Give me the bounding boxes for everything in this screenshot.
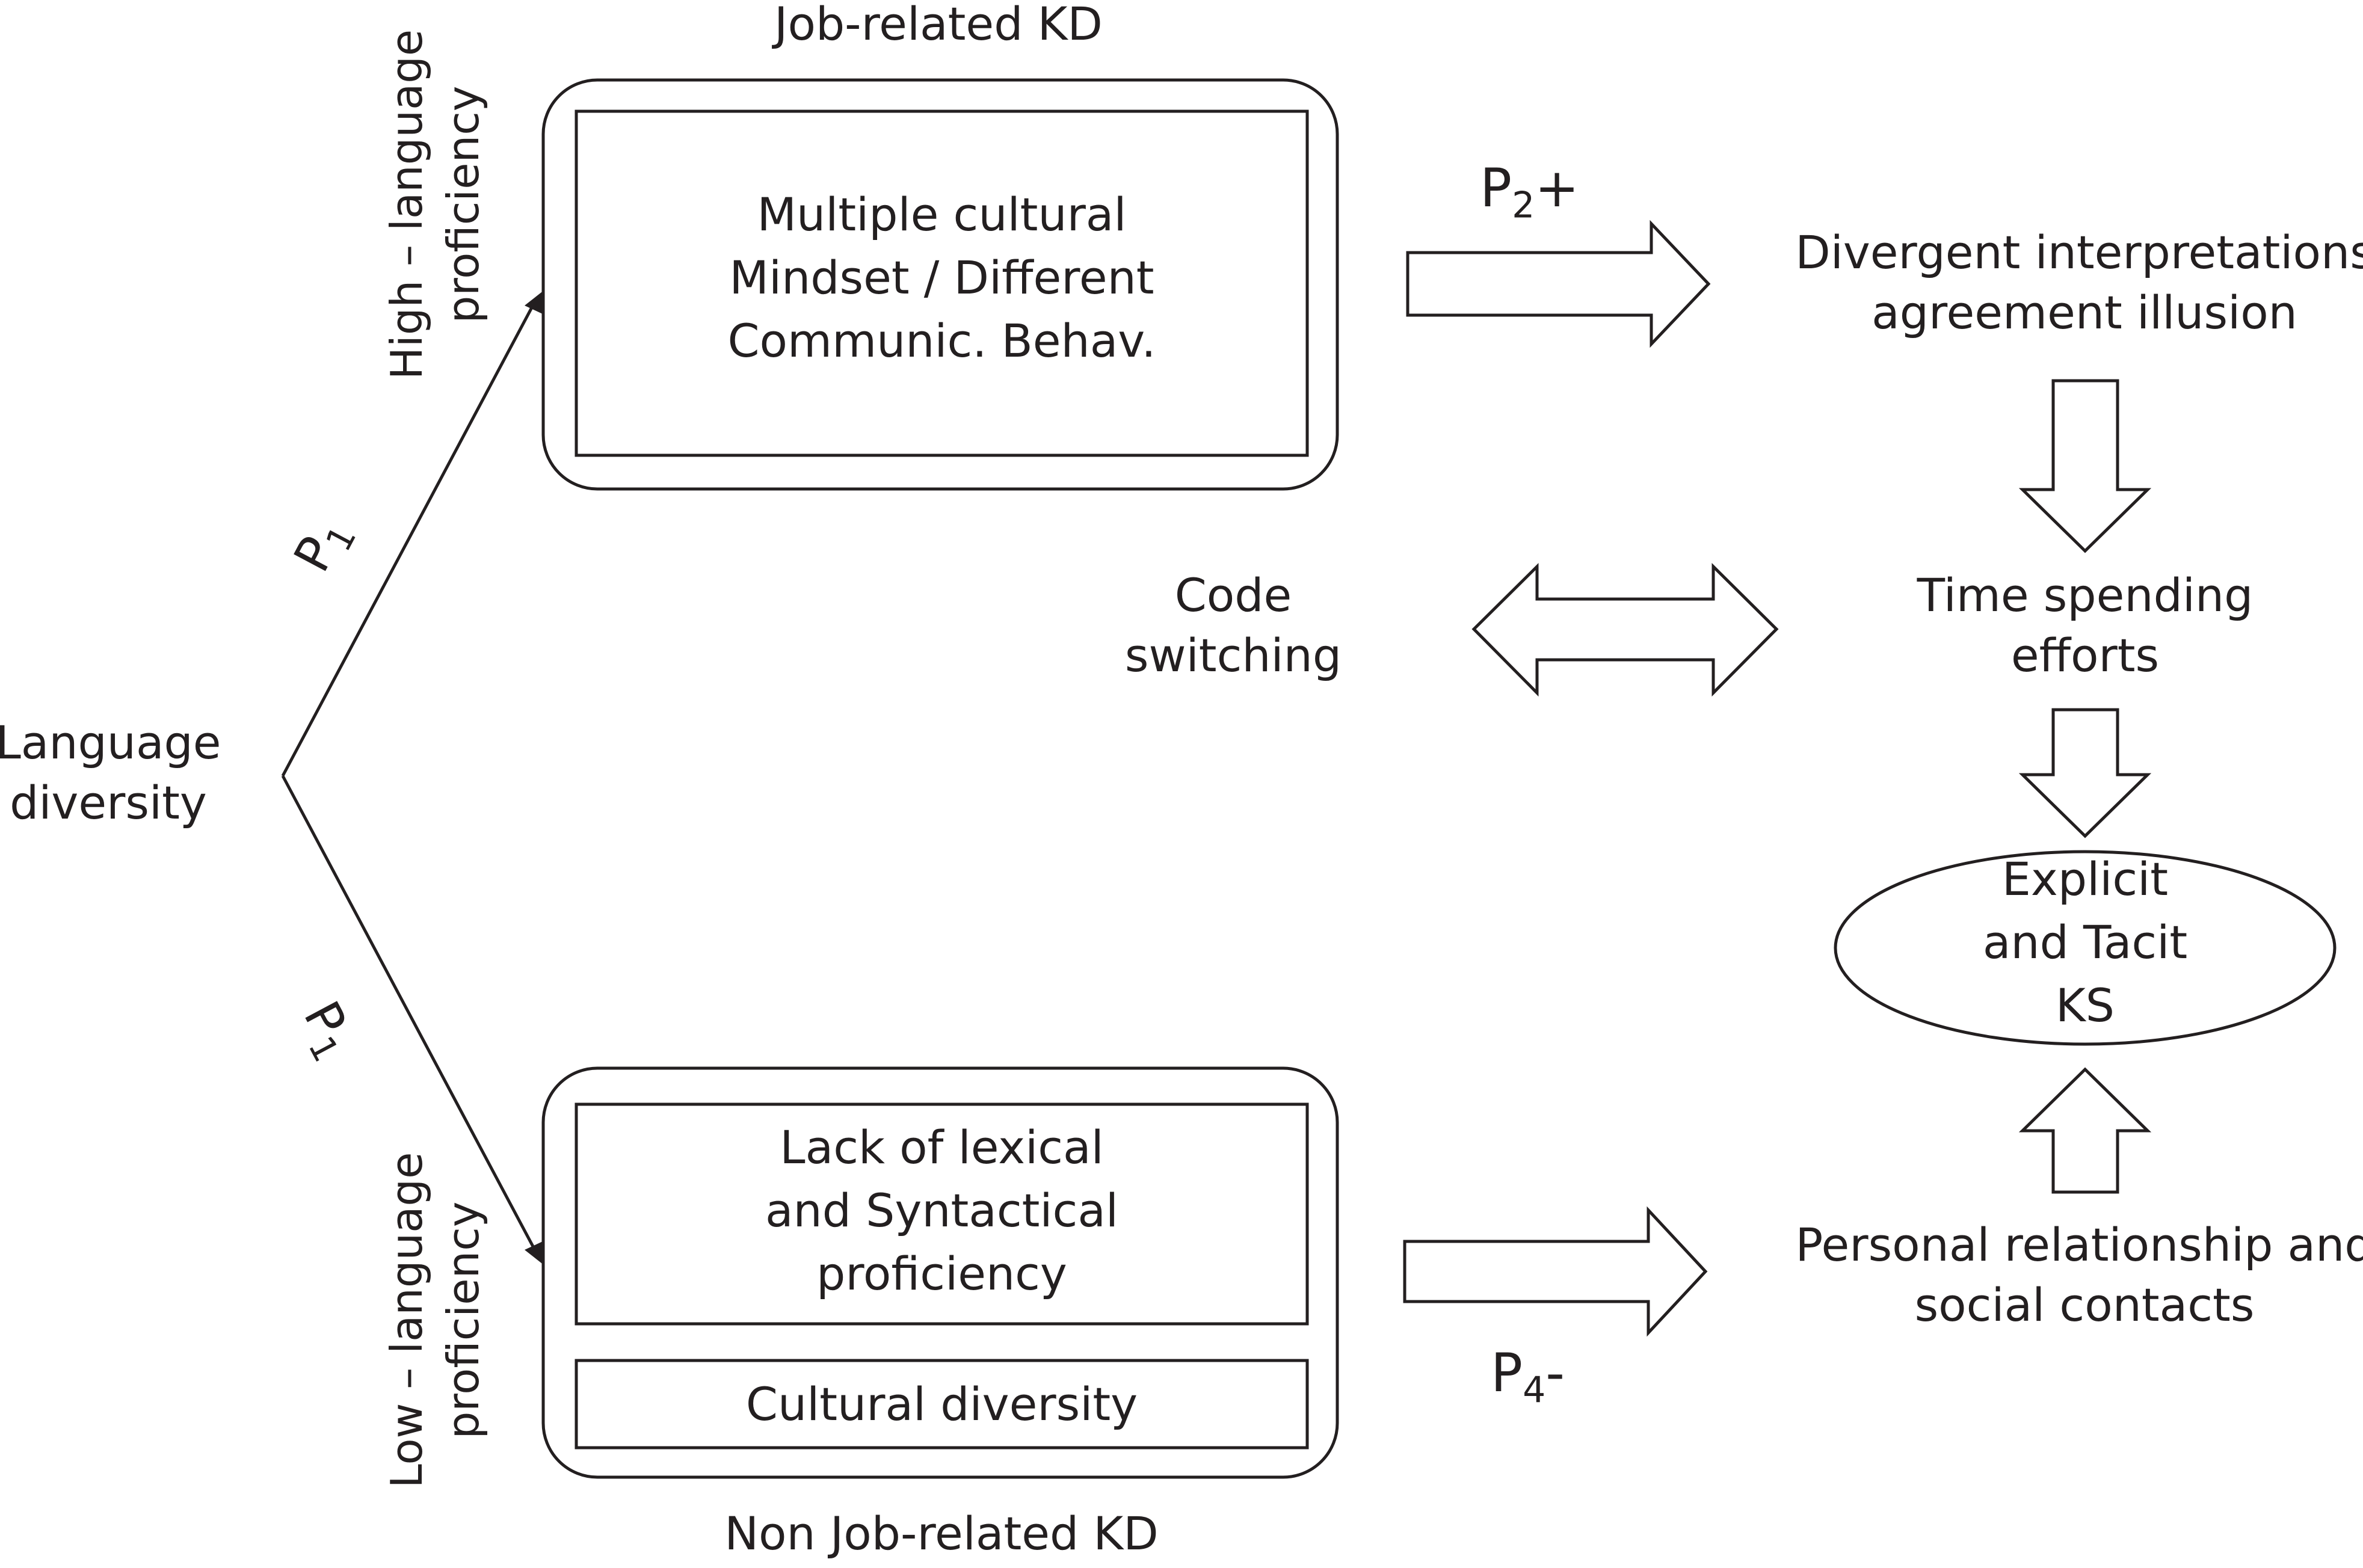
personal-line2: social contacts	[1914, 1278, 2255, 1332]
time-spending-line2: efforts	[2010, 629, 2160, 683]
high-language-proficiency-label: High – language proficiency	[379, 24, 499, 385]
lexical-line2: and Syntactical	[765, 1183, 1119, 1237]
divergent-interpretations-label: Divergent interpretations agreement illu…	[1781, 223, 2363, 343]
job-box-line1: Multiple cultural	[757, 188, 1127, 241]
p2-sub: 2	[1512, 184, 1535, 227]
knowledge-sharing-label: Explicit and Tacit KS	[1935, 848, 2235, 1038]
code-switching-line1: Code	[1174, 568, 1292, 622]
cultural-diversity-text: Cultural diversity	[745, 1377, 1138, 1431]
language-diversity-line2: diversity	[10, 776, 207, 830]
personal-line1: Personal relationship and	[1795, 1218, 2363, 1271]
low-language-proficiency-label: Low – language proficiency	[379, 1140, 499, 1501]
low-proficiency-line2: proficiency	[437, 1201, 488, 1439]
ks-line2: and Tacit	[1982, 915, 2188, 969]
down-arrow-divergent-to-time	[2018, 379, 2152, 553]
p4-sign: -	[1545, 1342, 1565, 1404]
branch-arrowhead-high	[525, 290, 544, 314]
job-related-caption: Job-related KD	[774, 0, 1103, 51]
code-switching-line2: switching	[1124, 629, 1342, 683]
knowledge-sharing-ellipse	[1834, 850, 2337, 1046]
divergent-line1: Divergent interpretations	[1795, 226, 2363, 279]
language-diversity-label: Language diversity	[0, 713, 241, 834]
p4-right-arrow	[1403, 1206, 1708, 1337]
p2-sign: +	[1535, 157, 1579, 219]
divergent-line2: agreement illusion	[1872, 286, 2297, 340]
time-spending-line1: Time spending	[1917, 568, 2254, 622]
lexical-box-text: Lack of lexical and Syntactical proficie…	[576, 1116, 1307, 1306]
job-box-line2: Mindset / Different	[729, 250, 1154, 304]
p4-sub: 4	[1523, 1369, 1546, 1412]
job-box-line3: Communic. Behav.	[727, 313, 1156, 367]
language-diversity-line1: Language	[0, 716, 221, 769]
cultural-diversity-inner-box	[575, 1359, 1309, 1450]
personal-relationship-label: Personal relationship and social contact…	[1781, 1215, 2363, 1336]
branch-arrowhead-low	[525, 1241, 544, 1265]
p4-main: P	[1491, 1342, 1523, 1404]
lexical-inner-box	[575, 1102, 1309, 1326]
lexical-line1: Lack of lexical	[780, 1121, 1104, 1174]
high-proficiency-line2: proficiency	[437, 85, 488, 324]
branch-line-low	[281, 775, 537, 1252]
time-spending-label: Time spending efforts	[1905, 565, 2266, 686]
p2-right-arrow	[1406, 220, 1711, 348]
down-arrow-time-to-ks	[2018, 708, 2152, 838]
high-proficiency-line1: High – language	[381, 29, 432, 380]
job-related-box-text: Multiple cultural Mindset / Different Co…	[576, 183, 1307, 373]
lexical-line3: proficiency	[816, 1246, 1067, 1300]
code-switching-label: Code switching	[1083, 565, 1384, 686]
p4-label: P4-	[1491, 1338, 1611, 1415]
p2-main: P	[1480, 157, 1512, 219]
branch-line-high	[281, 300, 537, 777]
job-related-inner-box	[575, 109, 1309, 457]
code-switching-double-arrow	[1471, 563, 1779, 697]
ks-line3: KS	[2055, 978, 2115, 1032]
low-proficiency-line1: Low – language	[381, 1152, 432, 1489]
up-arrow-personal-to-ks	[2018, 1067, 2152, 1194]
p2-label: P2+	[1480, 153, 1600, 230]
non-job-related-caption: Non Job-related KD	[724, 1507, 1159, 1560]
ks-line1: Explicit	[2001, 852, 2169, 906]
